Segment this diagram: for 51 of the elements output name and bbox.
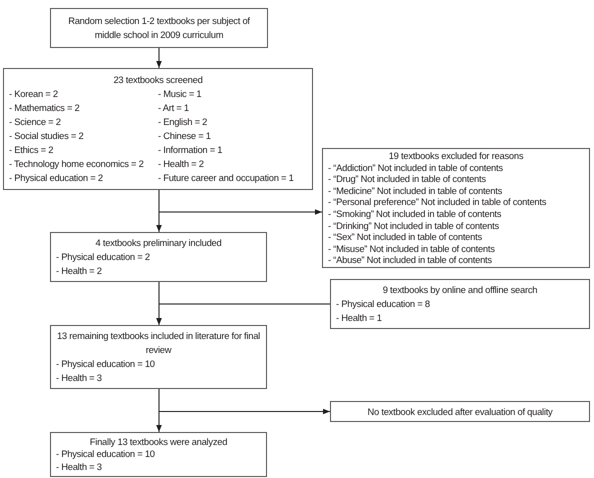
- arrow: [156, 48, 162, 68]
- process-box: [50, 432, 267, 477]
- box-heading: Random selection 1-2 textbooks per subject of middle school in 2009 curriculum: [67, 14, 251, 42]
- list-item: - Future career and occupation = 1: [158, 171, 295, 185]
- process-box: [50, 8, 268, 48]
- list-item: - Social studies = 2: [9, 129, 84, 143]
- list-item: - “Smoking” Not included in table of contents: [328, 208, 502, 220]
- list-item: - Health = 3: [56, 371, 103, 385]
- arrow: [158, 388, 330, 414]
- list-item: - “Drinking” Not included in table of contents: [328, 220, 500, 232]
- list-item: - Ethics = 2: [9, 143, 54, 157]
- list-item: - Physical education = 2: [56, 250, 151, 264]
- list-item: - Music = 1: [158, 87, 202, 101]
- list-item: - “Abuse” Not included in table of contents: [328, 254, 493, 266]
- process-box: [322, 148, 590, 268]
- list-item: - “Medicine” Not included in table of contents: [328, 184, 504, 196]
- box-heading: No textbook excluded after evaluation of quality: [366, 404, 554, 418]
- list-item: - “Sex” Not included in table of contents: [328, 231, 483, 243]
- list-item: - “Addiction” Not included in table of contents: [328, 162, 504, 174]
- list-item: - English = 2: [158, 115, 208, 129]
- list-item: - Mathematics = 2: [9, 101, 81, 115]
- list-item: - Health = 2: [56, 264, 103, 278]
- list-item: - Physical education = 8: [336, 297, 431, 311]
- list-item: - Health = 3: [56, 460, 103, 474]
- process-box: [50, 325, 267, 389]
- process-box: [50, 232, 267, 282]
- arrow: [156, 304, 330, 326]
- arrow: [158, 190, 322, 215]
- list-item: - Information = 1: [158, 143, 224, 157]
- list-item: - Physical education = 10: [56, 448, 156, 461]
- list-item: - Physical education = 2: [9, 171, 104, 185]
- process-box: [330, 401, 590, 422]
- list-item: - Technology home economics = 2: [9, 157, 145, 171]
- list-item: - Science = 2: [9, 115, 62, 129]
- box-heading: 23 textbooks screened: [112, 73, 204, 87]
- list-item: - Art = 1: [158, 101, 190, 115]
- box-heading: 13 remaining textbooks included in literature for final review: [56, 329, 261, 357]
- box-heading: 4 textbooks preliminary included: [94, 236, 222, 250]
- process-box: [3, 68, 313, 190]
- list-item: - “Misuse” Not included in table of contents: [328, 242, 496, 254]
- box-heading: 9 textbooks by online and offline search: [382, 283, 538, 297]
- process-box: [330, 279, 590, 329]
- box-heading: 19 textbooks excluded for reasons: [388, 150, 524, 162]
- box-heading: Finally 13 textbooks were analyzed: [88, 436, 228, 448]
- list-item: - “Personal preference” Not included in table of contents: [328, 196, 548, 208]
- list-item: - Health = 1: [336, 311, 383, 325]
- list-item: - Health = 2: [158, 157, 205, 171]
- list-item: - Korean = 2: [9, 87, 59, 101]
- list-item: - Physical education = 10: [56, 357, 156, 371]
- list-item: - “Drug” Not included in table of contents: [328, 173, 487, 185]
- list-item: - Chinese = 1: [158, 129, 212, 143]
